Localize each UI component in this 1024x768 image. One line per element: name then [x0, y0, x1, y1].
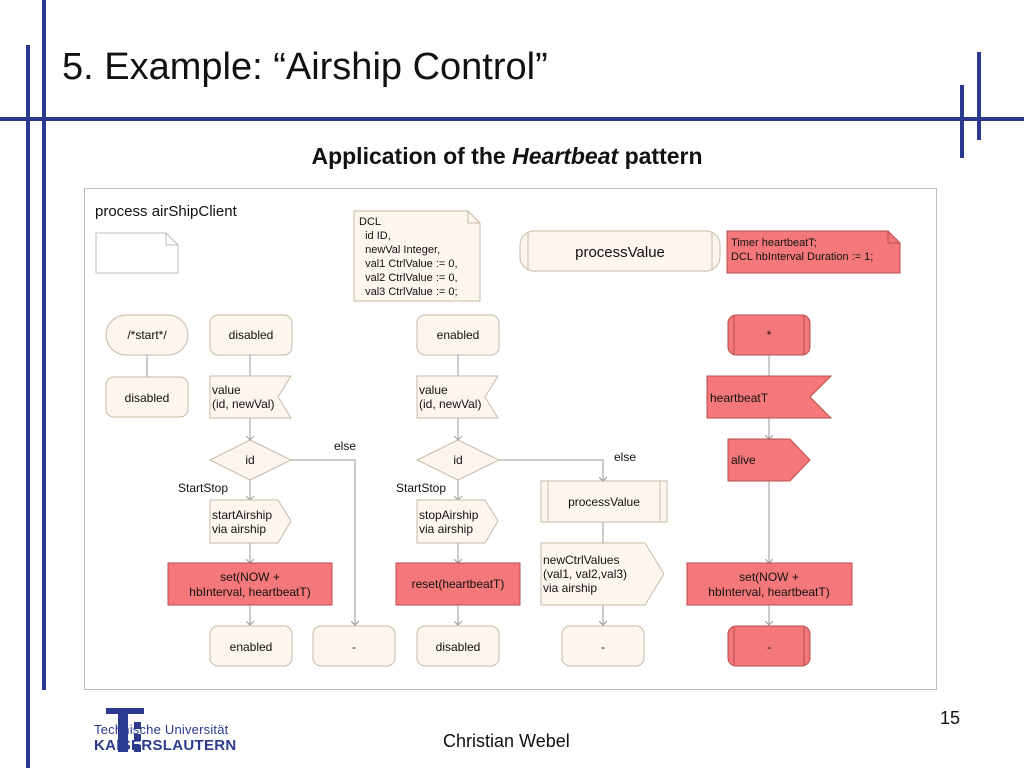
- dcl-line: val3 CtrlValue := 0;: [359, 286, 458, 298]
- input-label: heartbeatT: [710, 391, 769, 405]
- task-line: hbInterval, heartbeatT): [189, 585, 310, 599]
- nextstate-dash-1: -: [312, 625, 396, 667]
- state-label: disabled: [125, 391, 170, 405]
- procedure-reference-label: processValue: [575, 244, 665, 261]
- process-header-note: [95, 232, 179, 274]
- timer-line: DCL hbInterval Duration := 1;: [731, 251, 873, 263]
- output-signal-ctrlvalues: newCtrlValues (val1, val2,val3) via airs…: [540, 542, 665, 606]
- slide-subtitle: Application of the Heartbeat pattern: [0, 143, 1014, 170]
- subtitle-suffix: pattern: [618, 143, 703, 169]
- logo-text-line1: Technische Universität: [94, 722, 229, 737]
- state-symbol-disabled: disabled: [209, 314, 293, 356]
- nextstate-enabled: enabled: [209, 625, 293, 667]
- output-line: via airship: [419, 522, 473, 536]
- nextstate-label: -: [601, 640, 605, 654]
- nextstate-dash-2: -: [561, 625, 645, 667]
- state-symbol-enabled: enabled: [416, 314, 500, 356]
- procedure-reference: processValue: [519, 230, 721, 272]
- slide-title: 5. Example: “Airship Control”: [62, 46, 548, 88]
- start-label: /*start*/: [127, 328, 167, 342]
- process-label: process airShipClient: [95, 203, 238, 220]
- university-logo: [106, 708, 144, 752]
- dcl-line: val2 CtrlValue := 0,: [359, 272, 458, 284]
- output-line: via airship: [212, 522, 266, 536]
- else-label: else: [614, 450, 636, 464]
- input-line: (id, newVal): [212, 397, 274, 411]
- input-line: value: [212, 383, 241, 397]
- dcl-line: DCL: [359, 216, 381, 228]
- dcl-line: id ID,: [359, 230, 391, 242]
- output-line: via airship: [543, 581, 597, 595]
- task-set-timer: set(NOW + hbInterval, heartbeatT): [167, 562, 333, 606]
- state-label: disabled: [229, 328, 274, 342]
- dcl-line: val1 CtrlValue := 0,: [359, 258, 458, 270]
- timer-line: Timer heartbeatT;: [731, 237, 817, 249]
- flow-connectors: [146, 355, 769, 625]
- input-signal-value: value (id, newVal): [209, 375, 292, 419]
- output-signal-start: startAirship via airship: [209, 499, 292, 544]
- branch-label: StartStop: [178, 481, 228, 495]
- input-line: (id, newVal): [419, 397, 481, 411]
- page-number: 15: [940, 708, 961, 728]
- logo-text-line2: KAISERSLAUTERN: [94, 737, 237, 754]
- state-label: *: [767, 328, 772, 342]
- start-symbol: /*start*/: [105, 314, 189, 356]
- task-line: hbInterval, heartbeatT): [708, 585, 829, 599]
- output-line: (val1, val2,val3): [543, 567, 627, 581]
- branch-label: StartStop: [396, 481, 446, 495]
- nextstate-label: -: [767, 640, 771, 654]
- subtitle-prefix: Application of the: [311, 143, 513, 169]
- output-signal-stop: stopAirship via airship: [416, 499, 499, 544]
- output-line: startAirship: [212, 508, 272, 522]
- output-signal-alive: alive: [727, 438, 811, 482]
- nextstate-label: enabled: [230, 640, 273, 654]
- timer-text-symbol: Timer heartbeatT; DCL hbInterval Duratio…: [726, 230, 901, 274]
- decision-id: id: [208, 439, 293, 481]
- state-symbol-any: *: [727, 314, 811, 356]
- state-label: enabled: [437, 328, 480, 342]
- input-line: value: [419, 383, 448, 397]
- task-reset-timer: reset(heartbeatT): [395, 562, 521, 606]
- diagram-frame: [84, 188, 937, 690]
- procedure-call-label: processValue: [568, 495, 640, 509]
- output-line: stopAirship: [419, 508, 479, 522]
- dcl-text-symbol: DCL id ID, newVal Integer, val1 CtrlValu…: [353, 210, 481, 302]
- else-label: else: [334, 439, 356, 453]
- decision-label: id: [453, 453, 462, 467]
- nextstate-dash-3: -: [727, 625, 811, 667]
- subtitle-emphasis: Heartbeat: [512, 143, 619, 169]
- task-set-timer-2: set(NOW + hbInterval, heartbeatT): [686, 562, 853, 606]
- task-line: set(NOW +: [220, 570, 280, 584]
- input-signal-value-2: value (id, newVal): [416, 375, 499, 419]
- decision-label: id: [245, 453, 254, 467]
- state-symbol-initial: disabled: [105, 376, 189, 418]
- output-line: newCtrlValues: [543, 553, 619, 567]
- task-line: reset(heartbeatT): [412, 577, 505, 591]
- procedure-call: processValue: [540, 480, 668, 523]
- nextstate-label: -: [352, 640, 356, 654]
- task-line: set(NOW +: [739, 570, 799, 584]
- nextstate-label: disabled: [436, 640, 481, 654]
- nextstate-disabled: disabled: [416, 625, 500, 667]
- input-timer-heartbeat: heartbeatT: [706, 375, 833, 419]
- dcl-line: newVal Integer,: [359, 244, 440, 256]
- output-label: alive: [731, 453, 756, 467]
- decision-id-2: id: [415, 439, 501, 481]
- author-name: Christian Webel: [443, 731, 570, 751]
